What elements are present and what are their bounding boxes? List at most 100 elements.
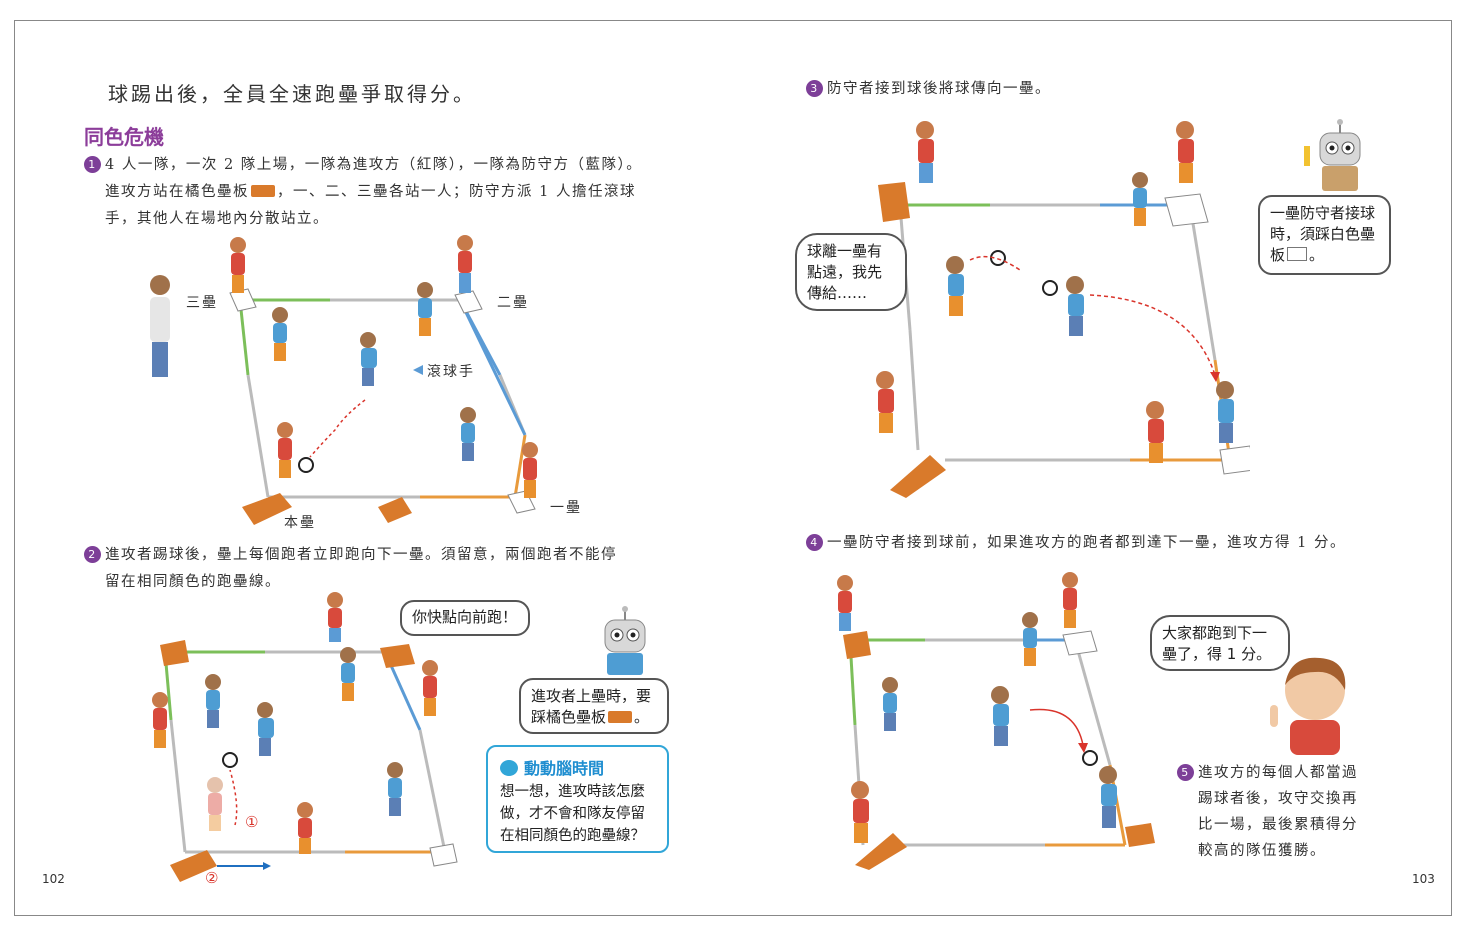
orange-plate-icon — [251, 185, 275, 197]
defender-blue-a — [1022, 612, 1038, 666]
player-red-left — [876, 371, 894, 433]
home-base-orange-plate — [890, 455, 946, 498]
player-blue-near-second — [417, 282, 433, 336]
step-2-line2: 留在相同顏色的跑壘線。 — [105, 574, 281, 590]
line-grey-left — [246, 374, 270, 498]
defender-blue-4 — [387, 762, 403, 816]
line-green-left — [238, 299, 250, 376]
pitcher-pointer-icon — [413, 365, 423, 375]
soccer-ball-icon — [298, 457, 314, 473]
third-base-orange-plate — [160, 640, 189, 666]
line-orange-right — [513, 434, 527, 498]
soccer-ball-icon-2 — [1042, 280, 1058, 296]
pass-arrow-long — [1089, 294, 1216, 376]
first-base-white-plate — [429, 843, 458, 867]
first-base-orange-plate — [1125, 823, 1155, 847]
defender-blue-1 — [205, 674, 221, 728]
soccer-ball-icon — [990, 250, 1006, 266]
third-base-label: 三壘 — [186, 295, 218, 311]
teacher-figure — [150, 275, 170, 377]
second-base-white-plate — [454, 290, 483, 314]
step-1-line3: 手，其他人在場地內分散站立。 — [105, 211, 329, 227]
first-base-label: 一壘 — [550, 500, 582, 516]
home-small-plate — [378, 497, 412, 523]
think-title-row: 動動腦時間 — [500, 755, 604, 779]
home-base-orange-plate — [242, 493, 292, 525]
third-base-orange-plate — [878, 182, 910, 222]
defender-blue-3 — [257, 702, 274, 756]
brain-icon — [500, 760, 518, 776]
step-5-line1: 進攻方的每個人都當過 — [1198, 765, 1358, 781]
defender-blue-center — [1132, 172, 1148, 226]
white-plate-icon — [1287, 247, 1308, 261]
runner-second — [1062, 572, 1078, 628]
home-base-orange-plate — [170, 850, 217, 882]
pass-arrow-short — [969, 255, 1021, 271]
defender-first-base — [1099, 766, 1117, 828]
step-3-text: 防守者接到球後將球傳向一壘。 — [827, 81, 1051, 97]
robot-tip-bubble: 進攻者上壘時，要 踩橘色壘板。 — [519, 678, 669, 734]
think-line2: 做，才不會和隊友停留 — [500, 806, 645, 822]
defender-throwing — [946, 256, 964, 316]
robot-icon — [604, 606, 646, 675]
step-number-4: 4 — [806, 534, 823, 551]
field-diagram-1 — [150, 235, 538, 525]
marker-1: ① — [245, 813, 259, 831]
runner-red-top — [916, 121, 934, 183]
field-diagram-4 — [837, 572, 1155, 870]
second-base-label: 二壘 — [497, 295, 529, 311]
runner-home — [851, 781, 869, 843]
robot-tip2-line2: 時，須踩白色壘 — [1270, 225, 1376, 243]
runner-red-bottom — [1146, 401, 1164, 463]
pitcher-label: 滾球手 — [427, 364, 475, 380]
first-base-white-plate — [1219, 445, 1250, 475]
player-blue-left — [272, 307, 288, 361]
player-red-left — [152, 692, 168, 748]
step-5-line3: 比一場，最後累積得分 — [1198, 817, 1358, 833]
field-diagram-3 — [876, 121, 1250, 498]
home-base-label: 本壘 — [284, 515, 316, 531]
second-base-white-plate — [1164, 193, 1209, 227]
player-third-base-red — [230, 237, 246, 293]
defender-blue-2 — [340, 647, 356, 701]
kick-path-arrow — [229, 769, 238, 826]
step-2-line1: 進攻者踢球後，壘上每個跑者立即跑向下一壘。須留意，兩個跑者不能停 — [105, 547, 617, 563]
bubble-pass-line2: 點遠，我先 — [807, 263, 883, 281]
player-first-base-red — [522, 442, 538, 498]
roll-path-arrow — [309, 399, 366, 458]
bubble-pass-line1: 球離一壘有 — [807, 242, 883, 260]
defender-first-base — [1216, 381, 1234, 443]
home-base-orange-plate — [855, 833, 907, 870]
speech-bubble-score: 大家都跑到下一 壘了，得 1 分。 — [1150, 615, 1290, 671]
throw-arrow-head — [1078, 743, 1088, 753]
third-base-orange-plate — [843, 631, 871, 659]
page-frame — [14, 20, 1452, 916]
runner-from-home — [297, 802, 313, 854]
robot-icon-2 — [1304, 119, 1361, 191]
defender-catching-middle — [1066, 276, 1084, 336]
run-arrow-head — [263, 862, 271, 870]
runner-third — [837, 575, 853, 631]
player-pitcher-blue — [360, 332, 377, 386]
bubble-score-line2: 壘了，得 1 分。 — [1162, 645, 1272, 663]
step-5-line4: 較高的隊伍獲勝。 — [1198, 843, 1326, 859]
step-4-text: 一壘防守者接到球前，如果進攻方的跑者都到達下一壘，進攻方得 1 分。 — [827, 535, 1346, 551]
line-blue-right — [458, 299, 527, 436]
defender-blue-b — [882, 677, 898, 731]
think-line3: 在相同顏色的跑壘線？ — [500, 828, 645, 844]
speech-bubble-run: 你快點向前跑！ — [400, 600, 530, 636]
runner-red-right — [1176, 121, 1194, 183]
think-title: 動動腦時間 — [524, 759, 605, 778]
player-kicker-red — [277, 422, 293, 478]
kicker-faded — [207, 777, 223, 831]
second-base-white-plate — [1062, 630, 1098, 656]
step-1-line2a: 進攻方站在橘色壘板 — [105, 184, 249, 200]
robot-tip2-line1: 一壘防守者接球 — [1270, 204, 1376, 222]
robot-tip-line1: 進攻者上壘時，要 — [531, 687, 652, 705]
defender-throwing — [991, 686, 1009, 746]
